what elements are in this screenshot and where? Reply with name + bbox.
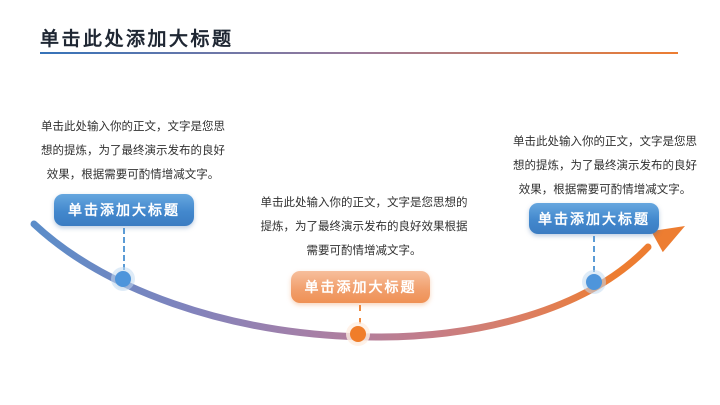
arrowhead-icon — [651, 226, 685, 253]
curve-node-left — [115, 271, 131, 287]
text-line: 想的提炼，为了最终演示发布的良好 — [513, 160, 697, 172]
text-line: 想的提炼，为了最终演示发布的良好 — [41, 145, 225, 157]
callout-badge-middle[interactable]: 单击添加大标题 — [291, 271, 430, 303]
curve-path — [30, 220, 652, 341]
body-text-middle[interactable]: 单击此处输入你的正文，文字是您思想的 提炼，为了最终演示发布的良好效果根据 需要… — [254, 191, 474, 263]
text-line: 需要可酌情增减文字。 — [306, 245, 422, 257]
text-line: 单击此处输入你的正文，文字是您思 — [41, 121, 225, 133]
text-line: 单击此处输入你的正文，文字是您思想的 — [260, 197, 468, 209]
text-line: 单击此处输入你的正文，文字是您思 — [513, 136, 697, 148]
text-line: 效果，根据需要可酌情增减文字。 — [46, 169, 220, 181]
title-divider — [40, 52, 678, 54]
text-line: 效果，根据需要可酌情增减文字。 — [518, 184, 692, 196]
dashed-connector-left — [123, 228, 125, 270]
callout-badge-left[interactable]: 单击添加大标题 — [54, 194, 194, 226]
dashed-connector-right — [592, 236, 595, 272]
page-title[interactable]: 单击此处添加大标题 — [40, 29, 234, 50]
dashed-connector-middle — [358, 305, 361, 324]
curve-node-middle — [350, 326, 366, 342]
body-text-left[interactable]: 单击此处输入你的正文，文字是您思 想的提炼，为了最终演示发布的良好 效果，根据需… — [26, 115, 240, 187]
callout-badge-right[interactable]: 单击添加大标题 — [529, 203, 659, 234]
curve-node-right — [586, 274, 602, 290]
text-line: 提炼，为了最终演示发布的良好效果根据 — [260, 221, 468, 233]
body-text-right[interactable]: 单击此处输入你的正文，文字是您思 想的提炼，为了最终演示发布的良好 效果，根据需… — [498, 130, 712, 202]
